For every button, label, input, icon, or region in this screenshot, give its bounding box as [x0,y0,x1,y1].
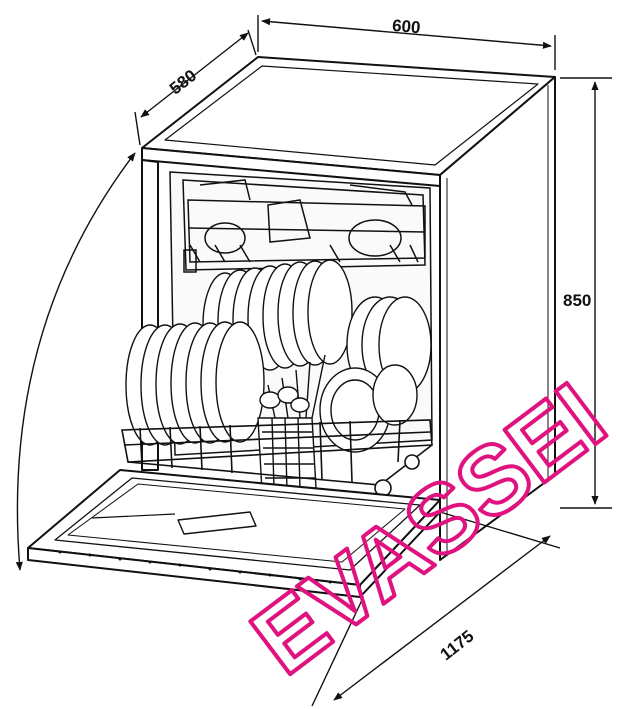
open-depth-label: 1175 [437,626,478,664]
dimension-lines [15,15,612,707]
open-depth-dimension-line [333,535,551,701]
width-dimension-line [261,18,552,49]
dishwasher-cabinet [141,56,556,561]
upper-basket [183,179,426,273]
depth-dimension-line [140,32,249,118]
lower-basket [121,419,433,497]
detergent-dispenser [177,511,257,535]
right-side-panel [439,76,556,561]
door-swing-arc [15,152,136,571]
width-label: 600 [391,16,421,37]
cutlery-basket [257,354,326,493]
front-plates [125,321,418,453]
height-label: 850 [563,291,591,310]
